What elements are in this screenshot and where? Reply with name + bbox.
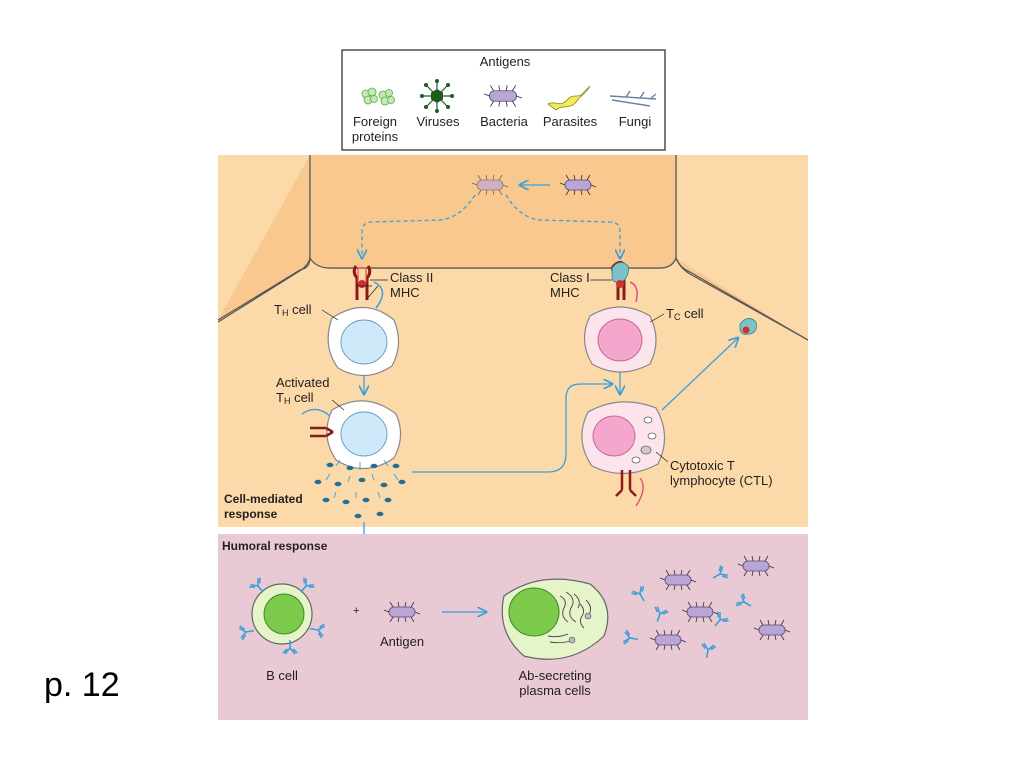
fungi-icon	[609, 90, 657, 107]
cytokine-to-ctl-arrow	[412, 384, 612, 473]
activated-th-cell	[301, 400, 402, 470]
legend-label-parasites: Parasites	[542, 114, 598, 129]
page-number: p. 12	[44, 666, 120, 704]
th-cell	[327, 306, 400, 377]
cytokines	[314, 462, 406, 519]
tc-cell-label: TC cell	[666, 306, 704, 325]
infected-cell-mhc-icon	[739, 318, 757, 335]
humoral-title: Humoral response	[222, 539, 328, 553]
ctl-cell	[581, 401, 666, 507]
class2-mhc-icon	[352, 265, 384, 309]
th-cell-label: TH cell	[274, 302, 312, 321]
tc-cell-suffix: cell	[680, 306, 704, 321]
activated-label: Activated	[276, 375, 330, 390]
virus-icon	[420, 79, 454, 113]
th-cell-letter: T	[274, 302, 282, 317]
legend-label-bacteria: Bacteria	[480, 114, 528, 129]
tc-cell	[583, 306, 657, 373]
legend-label-viruses: Viruses	[416, 114, 460, 129]
plus-sign: +	[353, 605, 360, 617]
tc-cell-sub: C	[673, 312, 681, 322]
cell-mediated-title: Cell-mediated response	[224, 492, 303, 521]
class1-mhc-label: Class I MHC	[550, 270, 590, 300]
b-cell-label: B cell	[266, 668, 298, 683]
legend-label-fungi: Fungi	[618, 114, 652, 129]
processing-arrow-right	[505, 194, 620, 258]
class1-mhc-icon	[610, 260, 638, 303]
antigen-label: Antigen	[379, 634, 425, 649]
plasma-cells-label: Ab-secreting plasma cells	[518, 668, 592, 698]
activated-th-suffix: cell	[290, 390, 314, 405]
activated-th-sub: H	[283, 396, 291, 406]
parasite-icon	[547, 85, 591, 111]
b-cell	[238, 576, 326, 655]
th-cell-suffix: cell	[288, 302, 312, 317]
tc-cell-letter: T	[666, 306, 674, 321]
foreign-proteins-icon	[361, 87, 395, 106]
ctl-label: Cytotoxic T lymphocyte (CTL)	[670, 458, 773, 488]
legend-title: Antigens	[479, 54, 531, 69]
processing-arrow-left	[362, 194, 476, 258]
plasma-cell	[501, 578, 609, 660]
th-cell-sub: H	[281, 308, 289, 318]
legend-label-foreign-proteins: Foreign proteins	[351, 114, 399, 144]
class2-mhc-label: Class II MHC	[390, 270, 434, 300]
ctl-kill-arrow	[661, 338, 738, 411]
activated-th-letter: T	[276, 390, 284, 405]
activated-th-cell-label: TH cell	[276, 390, 314, 409]
